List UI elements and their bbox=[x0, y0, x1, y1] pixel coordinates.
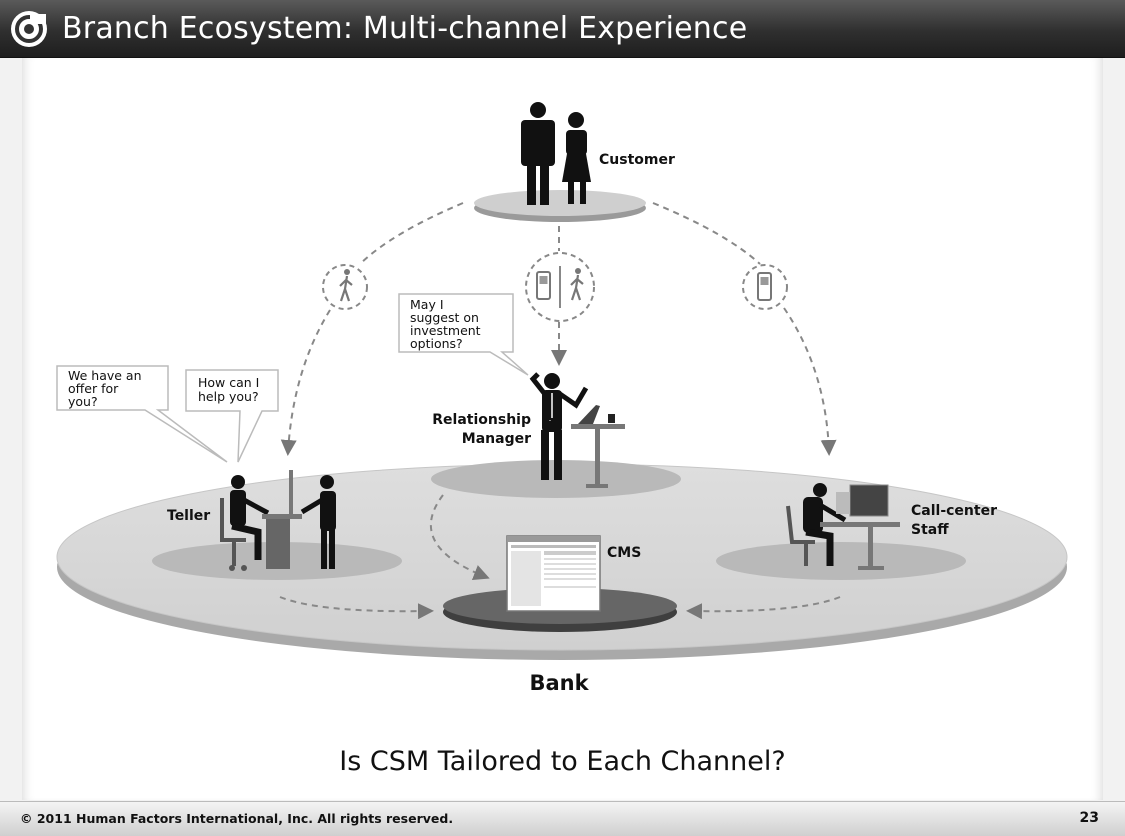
rm-label-line1: Relationship bbox=[432, 412, 531, 428]
hfi-logo-icon bbox=[11, 11, 47, 47]
copyright-text: © 2011 Human Factors International, Inc.… bbox=[20, 811, 454, 826]
bank-label: Bank bbox=[529, 671, 589, 695]
rm-speech-bubble: May I suggest on investment options? bbox=[398, 293, 529, 376]
customer-platform bbox=[474, 190, 646, 222]
channel-connectors bbox=[279, 202, 841, 620]
callcenter-label-line1: Call-center bbox=[911, 503, 997, 519]
slide-footer: © 2011 Human Factors International, Inc.… bbox=[0, 801, 1125, 836]
slide-question: Is CSM Tailored to Each Channel? bbox=[339, 746, 786, 777]
walk-in-person-icon bbox=[322, 264, 368, 310]
svg-text:investment: investment bbox=[410, 323, 481, 338]
callcenter-label-line2: Staff bbox=[911, 522, 949, 538]
customer-figures bbox=[521, 102, 591, 205]
svg-text:help you?: help you? bbox=[198, 389, 259, 404]
callcenter-scene bbox=[786, 483, 900, 570]
teller-scene bbox=[220, 470, 336, 571]
mobile-phone-icon bbox=[742, 264, 788, 310]
slide-title: Branch Ecosystem: Multi-channel Experien… bbox=[62, 11, 748, 46]
svg-text:May I: May I bbox=[410, 297, 444, 312]
cms-label: CMS bbox=[607, 545, 641, 561]
relationship-manager-figure bbox=[529, 372, 625, 488]
callcenter-floor-shadow bbox=[716, 542, 966, 580]
slide-canvas: Customer Relationship Manager May I sugg… bbox=[22, 58, 1103, 800]
teller-offer-bubble: We have an offer for you? bbox=[56, 365, 228, 463]
customer-label: Customer bbox=[599, 152, 675, 168]
svg-text:options?: options? bbox=[410, 336, 463, 351]
teller-label: Teller bbox=[167, 508, 210, 524]
svg-text:offer for: offer for bbox=[68, 381, 119, 396]
branch-ecosystem-diagram: Customer Relationship Manager May I sugg… bbox=[56, 102, 1068, 695]
teller-help-bubble: How can I help you? bbox=[185, 369, 279, 463]
svg-text:suggest on: suggest on bbox=[410, 310, 479, 325]
svg-text:How can I: How can I bbox=[198, 375, 259, 390]
phone-and-walkin-icon bbox=[525, 252, 595, 322]
svg-text:you?: you? bbox=[68, 394, 98, 409]
rm-label-line2: Manager bbox=[462, 431, 531, 447]
slide-header: Branch Ecosystem: Multi-channel Experien… bbox=[0, 0, 1125, 58]
cms-screen bbox=[506, 535, 601, 612]
svg-text:We have an: We have an bbox=[68, 368, 142, 383]
page-number: 23 bbox=[1079, 810, 1099, 826]
